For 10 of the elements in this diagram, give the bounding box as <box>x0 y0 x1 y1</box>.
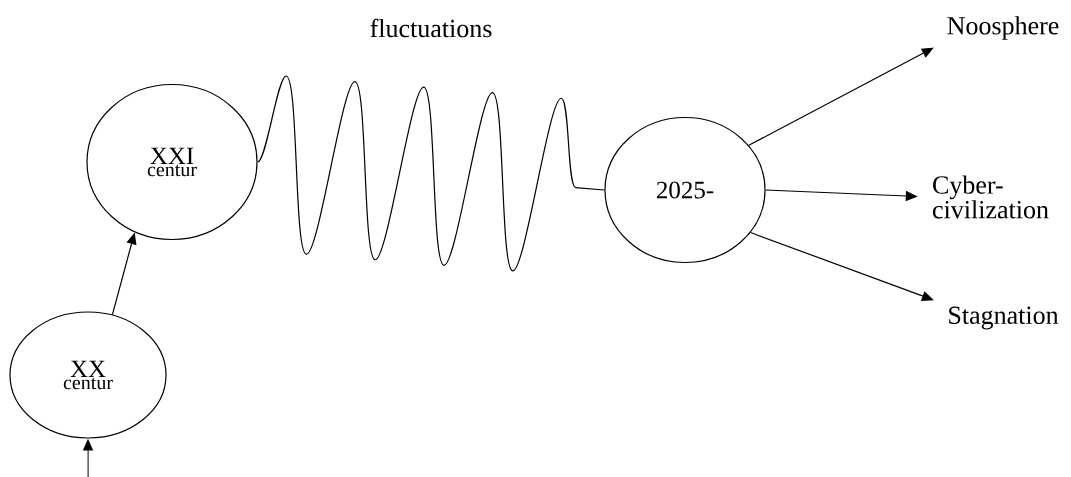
arrow <box>749 231 934 301</box>
circle-node: 2025- <box>604 116 766 264</box>
edge-label: fluctuations <box>370 18 492 38</box>
circle-node: XX centur <box>9 311 167 439</box>
arrow <box>748 47 934 146</box>
circle-node: XXI centur <box>86 83 258 241</box>
outcome-label: Stagnation <box>949 306 1059 330</box>
outcome-label: Cyber- civilization <box>933 175 1049 219</box>
wavy-line <box>257 75 605 272</box>
outcome-label: Noosphere <box>947 16 1059 40</box>
